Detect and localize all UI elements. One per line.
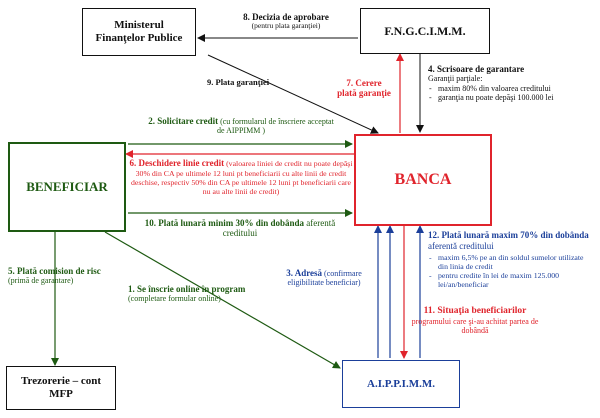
label-6-rest: (valoarea liniei de credit nu poate depă…	[131, 159, 353, 197]
label-12: 12. Plată lunară maxim 70% din dobânda a…	[428, 230, 594, 290]
label-7-line2: plată garanţie	[337, 88, 391, 99]
label-2-rest: (cu formularul de înscriere acceptat de …	[216, 117, 334, 136]
label-4: 4. Scrisoare de garantare Garanţii parţi…	[428, 64, 596, 102]
label-8-title: 8. Decizia de aprobare	[243, 12, 329, 22]
box-beneficiar: BENEFICIAR	[8, 142, 126, 232]
label-8: 8. Decizia de aprobare (pentru plata gar…	[216, 12, 356, 31]
box-banca-text: BANCA	[394, 171, 452, 188]
label-3-rest: (confirmare eligibilitate beneficiar)	[287, 269, 362, 288]
label-3: 3. Adresă (confirmare eligibilitate bene…	[274, 268, 374, 288]
label-9-text: 9. Plata garanţiei	[207, 77, 270, 87]
box-trezorerie-text: Trezorerie – cont MFP	[20, 374, 102, 400]
label-1-rest: (completare formular online)	[128, 294, 221, 304]
label-5: 5. Plată comision de risc (primă de gara…	[8, 266, 108, 286]
label-10-bold: 10. Plată lunară minim 30% din dobânda	[144, 218, 305, 228]
label-12-rest: aferentă creditului	[428, 240, 494, 251]
label-5-rest: (primă de garantare)	[8, 276, 74, 286]
label-1-bold: 1. Se înscrie online în program	[128, 284, 246, 294]
box-aippimm-text: A.I.P.P.I.M.M.	[367, 378, 435, 390]
label-4-sub: Garanţii parţiale:	[428, 74, 483, 84]
box-ministerul: Ministerul Finanţelor Publice	[82, 8, 196, 56]
label-7-line1: 7. Cerere	[346, 78, 382, 88]
box-beneficiar-text: BENEFICIAR	[26, 179, 108, 194]
label-6-title: 6. Deschidere linie credit	[129, 158, 225, 168]
box-banca: BANCA	[354, 134, 492, 226]
label-5-bold: 5. Plată comision de risc	[8, 266, 101, 276]
box-ministerul-text: Ministerul Finanţelor Publice	[95, 19, 183, 44]
arrow-inscriere-online	[104, 231, 341, 369]
label-2: 2. Solicitare credit (cu formularul de î…	[148, 116, 334, 136]
label-11-rest: programului care şi-au achitat partea de…	[411, 316, 539, 336]
label-12-item: pentru credite în lei de maxim 125.000 l…	[429, 271, 594, 290]
label-8-sub: (pentru plata garanţiei)	[251, 21, 321, 31]
label-10: 10. Plată lunară minim 30% din dobânda a…	[142, 218, 338, 239]
label-10-rest: aferentă creditului	[222, 218, 336, 239]
label-4-item: maxim 80% din valoarea creditului	[429, 84, 596, 93]
label-4-list: maxim 80% din valoarea creditului garanţ…	[428, 84, 596, 103]
box-fngcimm: F.N.G.C.I.M.M.	[360, 8, 490, 54]
arrow-plata-garantiei	[207, 54, 379, 134]
label-12-list: maxim 6,5% pe an din soldul sumelor util…	[428, 253, 594, 290]
label-12-item: maxim 6,5% pe an din soldul sumelor util…	[429, 253, 594, 272]
box-fngcimm-text: F.N.G.C.I.M.M.	[384, 23, 466, 38]
label-3-bold: 3. Adresă	[286, 268, 323, 278]
label-4-item: garanţia nu poate depăşi 100.000 lei	[429, 93, 596, 102]
label-11: 11. Situaţia beneficiarilor programului …	[408, 306, 542, 335]
box-aippimm: A.I.P.P.I.M.M.	[342, 360, 460, 408]
label-7: 7. Cerere plată garanţie	[330, 78, 398, 99]
label-12-head: 12. Plată lunară maxim 70% din dobânda a…	[428, 230, 594, 252]
label-12-bold: 12. Plată lunară maxim 70% din dobânda	[428, 230, 589, 240]
label-6: 6. Deschidere linie credit (valoarea lin…	[128, 158, 354, 197]
label-1: 1. Se înscrie online în program (complet…	[128, 284, 256, 304]
label-9: 9. Plata garanţiei	[207, 77, 317, 88]
label-2-title: 2. Solicitare credit	[148, 116, 219, 126]
box-trezorerie: Trezorerie – cont MFP	[6, 366, 116, 410]
label-11-bold: 11. Situaţia beneficiarilor	[423, 306, 527, 316]
label-4-title: 4. Scrisoare de garantare	[428, 64, 525, 74]
